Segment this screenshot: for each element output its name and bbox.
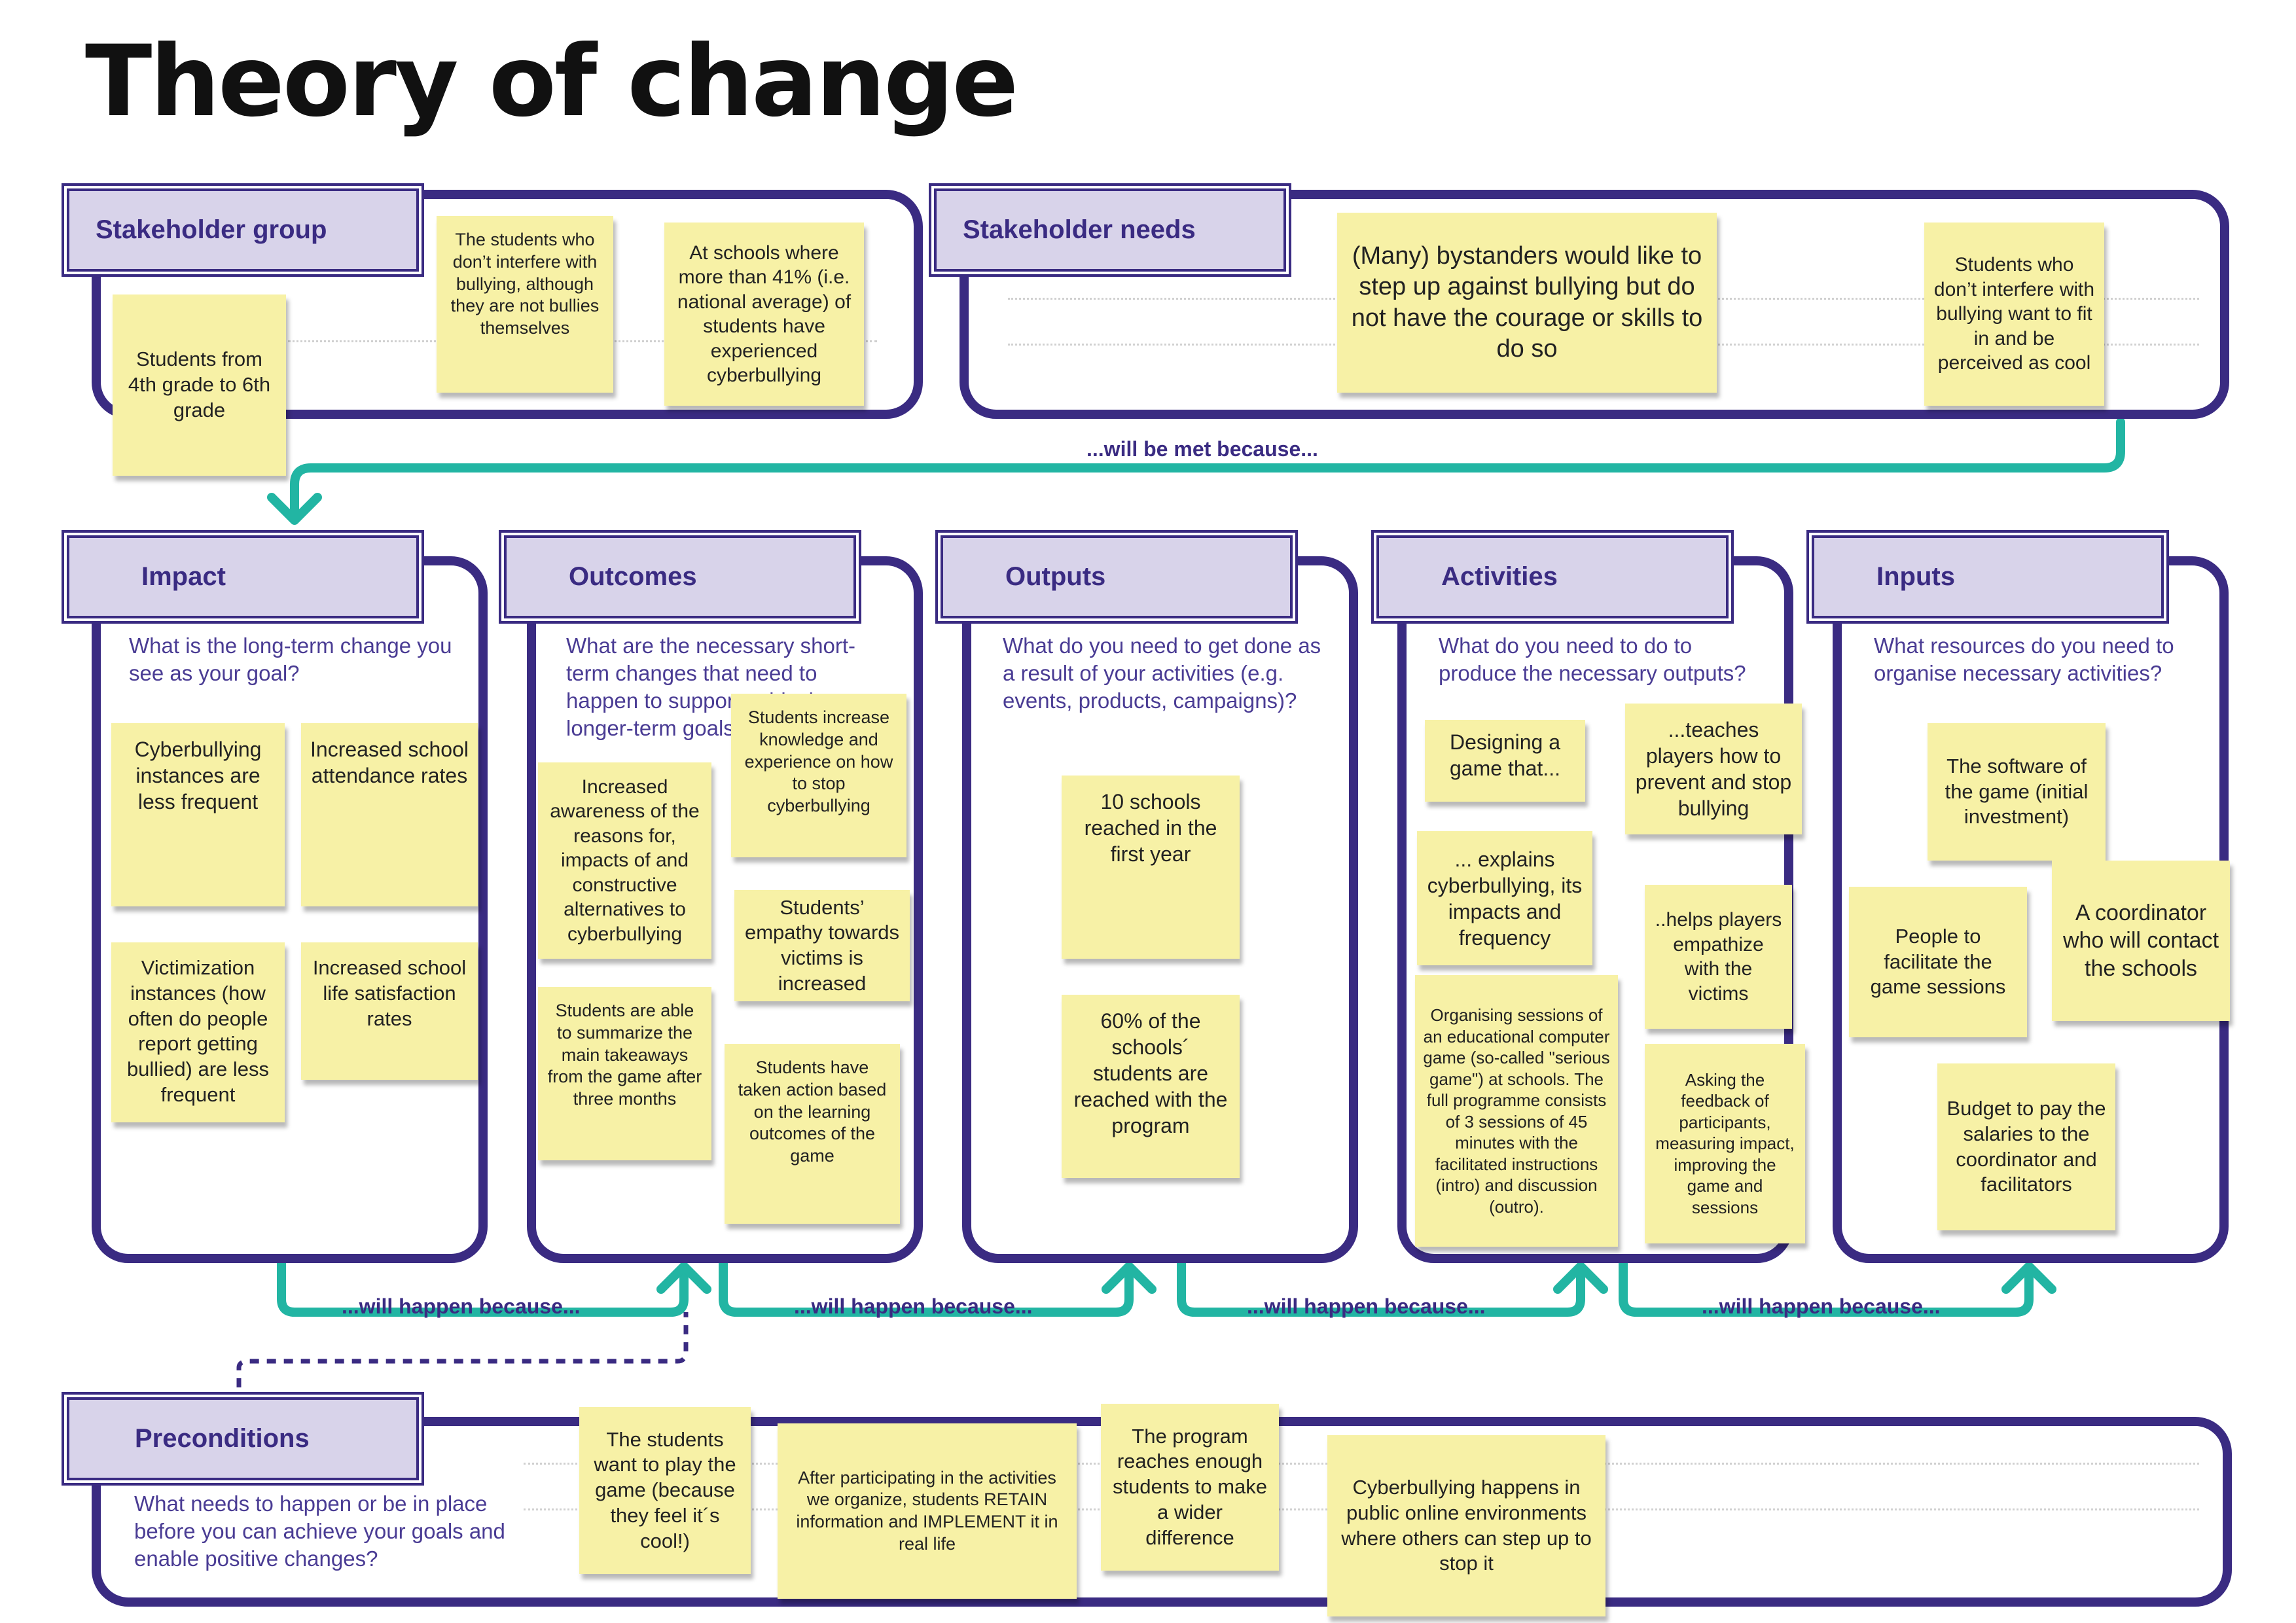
- activities-inputs-label: ...will happen because...: [1702, 1294, 1941, 1318]
- sticky-note: ..helps players empathize with the victi…: [1645, 885, 1792, 1029]
- outputs-label: Outputs: [1005, 562, 1106, 591]
- preconditions-label: Preconditions: [135, 1424, 310, 1453]
- sticky-note: ...teaches players how to prevent and st…: [1625, 704, 1802, 834]
- preconditions-dashed-connector: [236, 1312, 689, 1387]
- activities-inputs-arrowhead: [2001, 1262, 2056, 1294]
- needs-to-impact-arrowhead: [267, 493, 322, 525]
- outputs-tab: Outputs: [938, 533, 1295, 621]
- outputs-question: What do you need to get done as a result…: [1003, 633, 1321, 713]
- outcomes-question: What are the necessary short-term change…: [566, 633, 856, 740]
- sticky-note: Students from 4th grade to 6th grade: [113, 294, 286, 476]
- sticky-note: The students who don’t interfere with bu…: [437, 216, 613, 393]
- inputs-tab: Inputs: [1809, 533, 2166, 621]
- activities-tab: Activities: [1374, 533, 1731, 621]
- sticky-note: Asking the feedback of participants, mea…: [1645, 1044, 1805, 1243]
- impact-outcomes-label: ...will happen because...: [342, 1294, 581, 1318]
- sticky-note: Students have taken action based on the …: [725, 1044, 900, 1224]
- sticky-note: At schools where more than 41% (i.e. nat…: [664, 223, 864, 406]
- inputs-label: Inputs: [1876, 562, 1955, 591]
- sticky-note: Increased school life satisfaction rates: [301, 942, 478, 1080]
- sticky-note: 60% of the schools´ students are reached…: [1062, 995, 1240, 1178]
- sticky-note: A coordinator who will contact the schoo…: [2052, 861, 2230, 1021]
- sticky-note: The software of the game (initial invest…: [1928, 723, 2106, 861]
- sticky-note: People to facilitate the game sessions: [1849, 887, 2027, 1037]
- sticky-note: The program reaches enough students to m…: [1101, 1404, 1279, 1571]
- stakeholder-needs-label: Stakeholder needs: [963, 215, 1196, 244]
- activities-label: Activities: [1441, 562, 1558, 591]
- needs-to-impact-arrow: [290, 418, 2125, 522]
- sticky-note: The students want to play the game (beca…: [579, 1407, 751, 1574]
- sticky-note: Designing a game that...: [1425, 720, 1585, 802]
- sticky-note: (Many) bystanders would like to step up …: [1337, 213, 1717, 393]
- outcomes-outputs-label: ...will happen because...: [794, 1294, 1033, 1318]
- outcomes-outputs-arrowhead: [1102, 1262, 1157, 1294]
- activities-inputs-arrow: [1619, 1258, 2034, 1317]
- sticky-note: ... explains cyberbullying, its impacts …: [1417, 831, 1592, 965]
- sticky-note: Organising sessions of an educational co…: [1415, 975, 1618, 1247]
- sticky-note: Students are able to summarize the main …: [538, 987, 711, 1160]
- needs-met-label: ...will be met because...: [1086, 437, 1318, 461]
- impact-tab: Impact: [64, 533, 422, 621]
- outcomes-label: Outcomes: [569, 562, 697, 591]
- impact-frame: [92, 556, 488, 1263]
- outputs-activities-arrowhead: [1553, 1262, 1608, 1294]
- activities-question: What do you need to do to produce the ne…: [1439, 633, 1746, 685]
- sticky-note: Students who don’t interfere with bullyi…: [1924, 223, 2104, 406]
- stakeholder-needs-tab: Stakeholder needs: [931, 186, 1289, 274]
- preconditions-question: What needs to happen or be in place befo…: [134, 1491, 505, 1571]
- impact-label: Impact: [141, 562, 226, 591]
- outputs-activities-arrow: [1177, 1258, 1585, 1317]
- impact-outcomes-arrowhead: [656, 1262, 711, 1294]
- sticky-note: 10 schools reached in the first year: [1062, 776, 1240, 959]
- preconditions-tab: Preconditions: [64, 1395, 422, 1483]
- sticky-note: Cyberbullying happens in public online e…: [1327, 1435, 1605, 1616]
- impact-question: What is the long-term change you see as …: [129, 633, 452, 685]
- sticky-note: Victimization instances (how often do pe…: [111, 942, 285, 1122]
- stakeholder-group-label: Stakeholder group: [96, 215, 327, 244]
- outcomes-tab: Outcomes: [501, 533, 859, 621]
- sticky-note: Cyberbullying instances are less frequen…: [111, 723, 285, 906]
- sticky-note: Budget to pay the salaries to the coordi…: [1937, 1063, 2115, 1230]
- impact-outcomes-arrow: [277, 1258, 689, 1317]
- page-title: Theory of change: [85, 25, 1018, 139]
- sticky-note: Students’ empathy towards victims is inc…: [734, 890, 910, 1001]
- sticky-note: After participating in the activities we…: [778, 1423, 1077, 1599]
- sticky-note: Students increase knowledge and experien…: [731, 694, 906, 857]
- outcomes-outputs-arrow: [719, 1258, 1134, 1317]
- inputs-question: What resources do you need to organise n…: [1874, 633, 2174, 685]
- sticky-note: Increased awareness of the reasons for, …: [538, 762, 711, 959]
- stakeholder-group-tab: Stakeholder group: [64, 186, 422, 274]
- sticky-note: Increased school attendance rates: [301, 723, 478, 906]
- outputs-activities-label: ...will happen because...: [1247, 1294, 1486, 1318]
